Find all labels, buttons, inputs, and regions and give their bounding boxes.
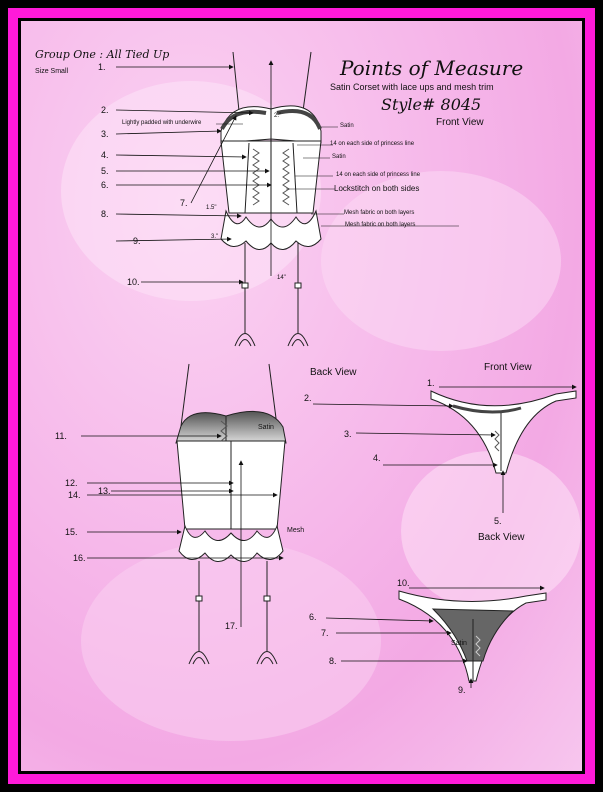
corset-back-drawing bbox=[175, 363, 287, 665]
left-strap bbox=[232, 51, 240, 112]
callout-satin-cup: Satin bbox=[340, 123, 354, 129]
thong-point-9: 9. bbox=[458, 685, 466, 695]
measure-point-16: 16. bbox=[73, 553, 86, 563]
thong-point-3: 3. bbox=[344, 429, 352, 439]
background-flower-petal bbox=[81, 541, 381, 741]
thong-point-7: 7. bbox=[321, 628, 329, 638]
measure-point-17: 17. bbox=[225, 621, 238, 631]
measure-point-9: 9. bbox=[133, 236, 141, 246]
measure-point-3: 3. bbox=[101, 129, 109, 139]
thong-front-view-title: Front View bbox=[484, 362, 532, 373]
thong-point-2: 2. bbox=[304, 393, 312, 403]
style-number: Style# 8045 bbox=[381, 95, 482, 114]
thong-point-8: 8. bbox=[329, 656, 337, 666]
callout-thong-satin: Satin bbox=[451, 640, 467, 647]
callout-mesh-1: Mesh fabric on both layers bbox=[344, 210, 415, 216]
spec-sheet: Group One : All Tied Up Size Small Point… bbox=[21, 21, 582, 771]
measure-point-11: 11. bbox=[55, 431, 67, 441]
measure-point-15: 15. bbox=[65, 527, 78, 537]
measure-point-13: 13. bbox=[98, 486, 111, 496]
corset-front-view-title: Front View bbox=[436, 117, 484, 128]
group-title: Group One : All Tied Up bbox=[35, 48, 170, 61]
background-flower-petal bbox=[401, 451, 581, 611]
callout-mesh-2: Mesh fabric on both layers bbox=[345, 222, 416, 228]
right-cup-band bbox=[276, 109, 322, 130]
measure-point-12: 12. bbox=[65, 478, 78, 488]
back-left-strap bbox=[180, 363, 190, 427]
measure-point-1: 1. bbox=[98, 62, 106, 72]
thong-front-shape bbox=[430, 390, 577, 474]
back-right-strap bbox=[268, 363, 278, 427]
measure-point-5: 5. bbox=[101, 166, 109, 176]
back-mesh-ruffle bbox=[178, 524, 284, 562]
dimension-3: 3." bbox=[211, 234, 219, 240]
thong-point-1: 1. bbox=[427, 378, 435, 388]
callout-lockstitch: Lockstitch on both sides bbox=[334, 184, 420, 193]
back-left-cup bbox=[175, 412, 227, 444]
thong-point-4: 4. bbox=[373, 453, 381, 463]
thong-point-10: 10. bbox=[397, 578, 410, 588]
thong-point-6: 6. bbox=[309, 612, 317, 622]
measurement-leaders bbox=[81, 60, 577, 688]
measure-point-8: 8. bbox=[101, 209, 109, 219]
background-flower-petal bbox=[321, 171, 561, 351]
dimension-14: 14" bbox=[277, 275, 286, 281]
callout-leaders bbox=[216, 123, 459, 227]
corset-back-view-title: Back View bbox=[310, 367, 357, 378]
measure-point-2: 2. bbox=[101, 105, 109, 115]
callout-back-mesh: Mesh bbox=[287, 527, 305, 534]
callout-princess-line-1: 14 on each side of princess line bbox=[330, 141, 415, 147]
dimension-2: 2." bbox=[274, 113, 282, 119]
dimension-1-5: 1.5" bbox=[206, 205, 217, 211]
technical-drawing bbox=[81, 51, 577, 688]
right-strap bbox=[302, 51, 312, 112]
measure-point-14: 14. bbox=[68, 490, 81, 500]
page-subtitle: Satin Corset with lace ups and mesh trim bbox=[330, 82, 494, 92]
measure-point-10: 10. bbox=[127, 277, 140, 287]
back-right-cup bbox=[225, 410, 287, 444]
thong-front-drawing bbox=[430, 390, 577, 474]
left-cup-band bbox=[220, 109, 267, 131]
callout-satin-body: Satin bbox=[332, 154, 346, 160]
callout-padded-underwire: Lightly padded with underwire bbox=[122, 120, 202, 126]
page-title: Points of Measure bbox=[340, 56, 524, 80]
measure-point-7: 7. bbox=[180, 198, 188, 208]
callout-princess-line-2: 14 on each side of princess line bbox=[336, 172, 421, 178]
thong-point-5: 5. bbox=[494, 516, 502, 526]
measure-point-4: 4. bbox=[101, 150, 109, 160]
thong-back-drawing bbox=[398, 590, 547, 682]
size-label: Size Small bbox=[35, 68, 69, 75]
callout-back-satin: Satin bbox=[258, 424, 274, 431]
measure-point-6: 6. bbox=[101, 180, 109, 190]
thong-back-view-title: Back View bbox=[478, 532, 525, 543]
